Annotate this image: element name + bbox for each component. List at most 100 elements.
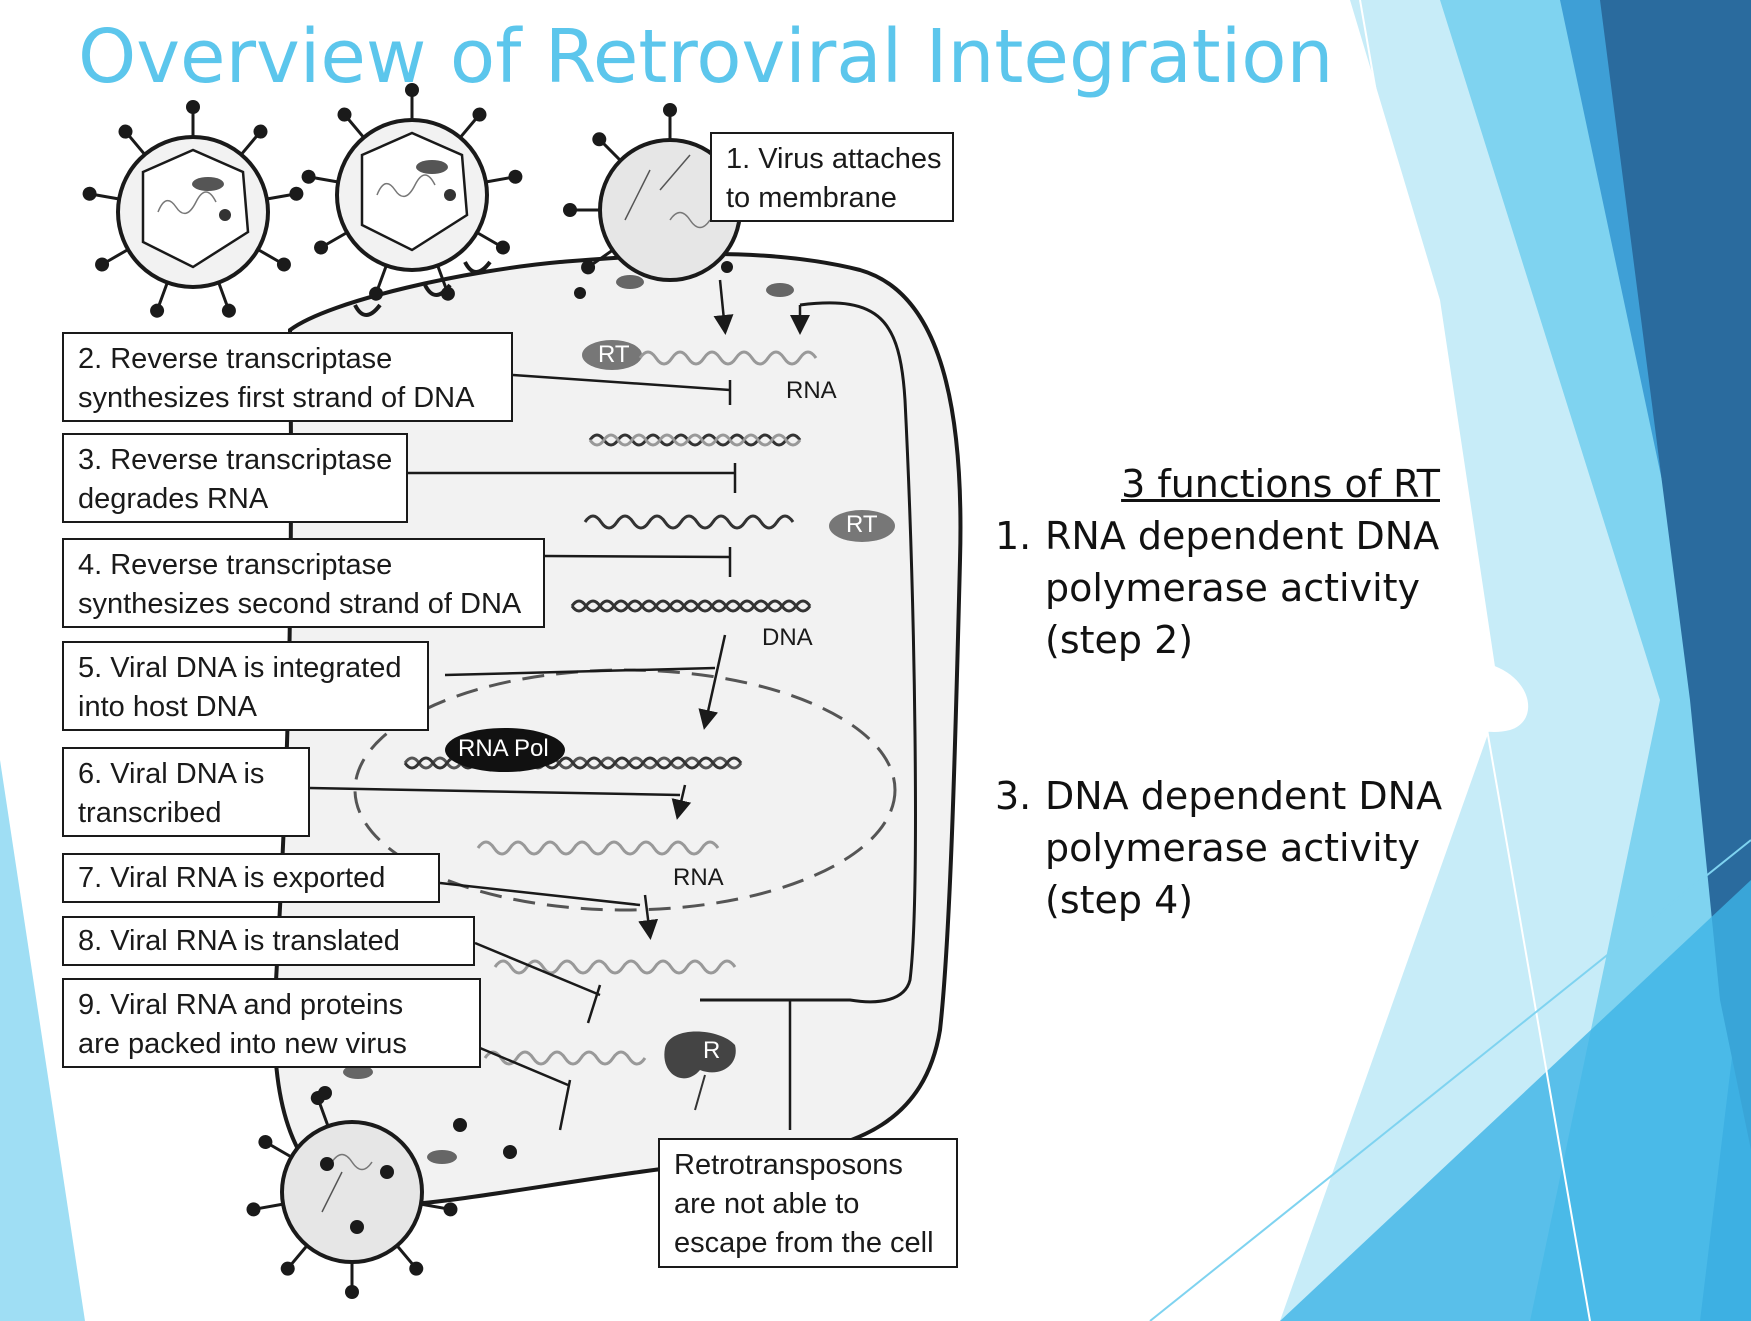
rt-function-1-text: RNA dependent DNA polymerase activity (s…	[1045, 510, 1439, 666]
rt-functions-heading: 3 functions of RT	[1121, 462, 1440, 506]
connector-step-9	[479, 1046, 569, 1087]
slide-title: Overview of Retroviral Integration	[78, 14, 1334, 100]
arrow-entry	[713, 279, 734, 335]
bg-thin-line-1	[1359, 0, 1591, 1321]
connector-step-8	[474, 941, 601, 997]
step-7-box: 7. Viral RNA is exported	[62, 853, 440, 903]
step-2-box: 2. Reverse transcriptase synthesizes fir…	[62, 332, 513, 422]
step-1-line-1: 1. Virus attaches	[726, 143, 942, 175]
connector-step-7	[439, 881, 641, 907]
rt-function-3-line-3: (step 4)	[1045, 878, 1194, 922]
step-9-line-2: are packed into new virus	[78, 1028, 407, 1060]
step-6-box: 6. Viral DNA is transcribed	[62, 747, 310, 837]
virus-2	[298, 81, 526, 305]
polypeptide-line	[694, 1074, 706, 1111]
rt-pill-mid	[829, 510, 895, 542]
step-8-box: 8. Viral RNA is translated	[62, 916, 475, 966]
rt-functions-panel: 3 functions of RT 1. RNA dependent DNA p…	[995, 458, 1465, 926]
rt-function-item-3: 3. DNA dependent DNA polymerase activity…	[995, 770, 1465, 926]
rt-function-1-number: 1.	[995, 514, 1032, 558]
retrotransposons-line-2: are not able to	[674, 1188, 860, 1220]
virus-1	[79, 98, 307, 322]
rna-wave-3	[493, 959, 737, 975]
packaging-protein-2	[427, 1150, 457, 1164]
rna-pol-pill	[445, 728, 565, 772]
rt-function-1-line-2: polymerase activity	[1045, 566, 1421, 610]
hybrid-wave-b	[588, 433, 802, 447]
rt-label-top: RT	[598, 341, 630, 368]
rt-function-item-1: 1. RNA dependent DNA polymerase activity…	[995, 510, 1465, 666]
arrow-to-integration	[698, 634, 727, 730]
connector-step-4	[544, 554, 731, 559]
connector-step-8-tick	[586, 984, 602, 1024]
step-1-box: 1. Virus attaches to membrane	[710, 132, 954, 222]
step-9-box: 9. Viral RNA and proteins are packed int…	[62, 978, 481, 1068]
dsdna-wave-a	[570, 599, 812, 613]
rna-label-1: RNA	[786, 377, 837, 404]
step-4-line-2: synthesizes second strand of DNA	[78, 588, 522, 620]
released-protein-1	[574, 287, 586, 299]
packaging-protein-1	[343, 1065, 373, 1079]
step-3-box: 3. Reverse transcriptase degrades RNA	[62, 433, 408, 523]
released-protein-3	[766, 283, 794, 297]
step-6-line-1: 6. Viral DNA is	[78, 758, 265, 790]
bg-thin-line-2	[1149, 839, 1751, 1321]
rna-wave-2	[476, 840, 720, 856]
rt-function-1-line-1: RNA dependent DNA	[1045, 514, 1440, 558]
receptor-3	[463, 260, 492, 274]
rt-function-3-text: DNA dependent DNA polymerase activity (s…	[1045, 770, 1442, 926]
virus-budding	[243, 1087, 461, 1301]
rt-label-mid: RT	[846, 511, 878, 538]
step-5-line-2: into host DNA	[78, 691, 257, 723]
rt-function-3-number: 3.	[995, 774, 1032, 818]
bg-right-bottom-wedge	[1280, 880, 1751, 1321]
rna-pol-label: RNA Pol	[458, 735, 549, 762]
step-2-line-2: synthesizes first strand of DNA	[78, 382, 475, 414]
step-8-line-1: 8. Viral RNA is translated	[78, 925, 400, 957]
rt-function-1-line-3: (step 2)	[1045, 618, 1194, 662]
bg-right-dark-band	[1600, 0, 1751, 1150]
ribosome-shape	[664, 1031, 736, 1079]
dna-single-wave	[583, 514, 795, 530]
packaging-protein-4	[453, 1118, 467, 1132]
connector-step-6	[309, 786, 681, 797]
bg-left-light-wedge	[0, 760, 85, 1321]
retrotransposons-line-3: escape from the cell	[674, 1227, 934, 1259]
dsdna-wave-b	[570, 599, 812, 613]
step-9-line-1: 9. Viral RNA and proteins	[78, 989, 404, 1021]
step-1-line-2: to membrane	[726, 182, 897, 214]
step-3-line-1: 3. Reverse transcriptase	[78, 444, 393, 476]
rt-pill-top	[582, 340, 642, 370]
rna-wave-1	[638, 350, 818, 366]
step-4-line-1: 4. Reverse transcriptase	[78, 549, 393, 581]
step-6-line-2: transcribed	[78, 797, 222, 829]
dna-label: DNA	[762, 624, 813, 651]
step-2-line-1: 2. Reverse transcriptase	[78, 343, 393, 375]
released-protein-2	[616, 275, 644, 289]
retrotransposons-line-1: Retrotransposons	[674, 1149, 903, 1181]
rt-function-3-line-1: DNA dependent DNA	[1045, 774, 1443, 818]
connector-step-5	[444, 666, 716, 677]
released-protein-4	[721, 261, 733, 273]
hybrid-wave-a	[588, 433, 802, 447]
rna-label-2: RNA	[673, 864, 724, 891]
step-4-box: 4. Reverse transcriptase synthesizes sec…	[62, 538, 545, 628]
rt-function-3-line-2: polymerase activity	[1045, 826, 1421, 870]
step-5-line-1: 5. Viral DNA is integrated	[78, 652, 402, 684]
receptor-2	[423, 283, 452, 297]
packaging-protein-3	[318, 1086, 332, 1100]
step-3-line-2: degrades RNA	[78, 483, 269, 515]
packaging-protein-5	[503, 1145, 517, 1159]
ribosome-label: R	[703, 1037, 721, 1064]
receptor-1	[353, 303, 382, 317]
arrow-step-6	[671, 784, 692, 820]
connector-step-9-tick	[558, 1079, 572, 1131]
connector-step-2	[512, 373, 731, 392]
retrotransposon-path	[700, 301, 917, 1004]
step-7-line-1: 7. Viral RNA is exported	[78, 862, 386, 894]
arrow-step-7	[638, 894, 659, 940]
retrotransposons-box: Retrotransposons are not able to escape …	[658, 1138, 958, 1268]
step-5-box: 5. Viral DNA is integrated into host DNA	[62, 641, 429, 731]
